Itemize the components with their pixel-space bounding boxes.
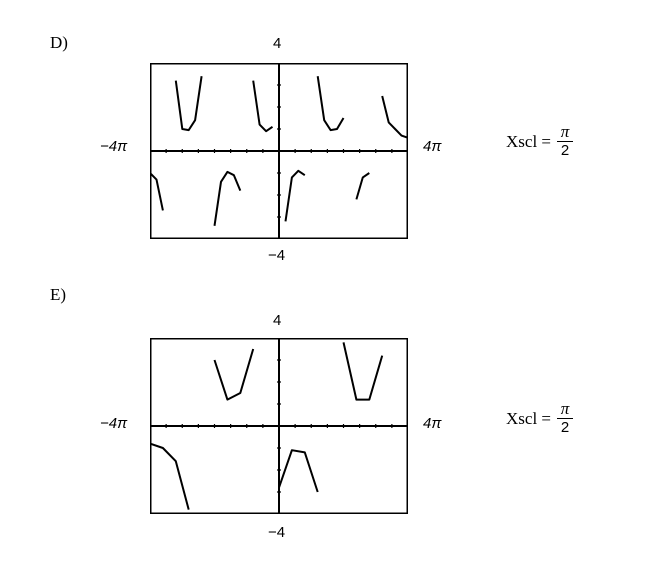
graph-d [150, 63, 408, 239]
curve-branch-e [213, 348, 255, 401]
curve-branch-d [213, 170, 242, 226]
curve-branch-d [150, 172, 164, 211]
curve-branch-d [381, 95, 408, 139]
xscl-text-e: Xscl = [506, 408, 551, 428]
option-label-e: E) [50, 285, 67, 304]
xscl-label-d: Xscl = π 2 [506, 123, 573, 160]
curve-branch-e [150, 442, 190, 510]
curve-branch-d [355, 172, 370, 200]
xmin-label-e: −4π [100, 415, 128, 432]
option-label-d: D) [50, 33, 68, 52]
ymin-label-e: −4 [268, 524, 286, 541]
fraction-bar-e [557, 418, 573, 419]
ymin-label-d: −4 [268, 247, 286, 264]
graph-e [150, 338, 408, 514]
xscl-text-d: Xscl = [506, 131, 551, 151]
fraction-bar-d [557, 141, 573, 142]
curve-branch-d [284, 169, 306, 222]
xscl-denominator-d: 2 [560, 142, 570, 159]
curve-branch-d [316, 76, 345, 132]
xscl-label-e: Xscl = π 2 [506, 400, 573, 437]
xmax-label-d: 4π [423, 138, 442, 155]
xscl-numerator-e: π [560, 399, 570, 418]
xscl-denominator-e: 2 [560, 419, 570, 436]
curve-branch-d [252, 80, 274, 133]
ymax-label-e: 4 [273, 312, 282, 329]
curve-branch-e [342, 342, 384, 401]
xscl-fraction-d: π 2 [557, 123, 573, 160]
xscl-numerator-d: π [560, 122, 570, 141]
curve-branch-e [278, 449, 319, 493]
xmax-label-e: 4π [423, 415, 442, 432]
xmin-label-d: −4π [100, 138, 128, 155]
ymax-label-d: 4 [273, 35, 282, 52]
curve-branch-d [174, 76, 203, 132]
xscl-fraction-e: π 2 [557, 400, 573, 437]
